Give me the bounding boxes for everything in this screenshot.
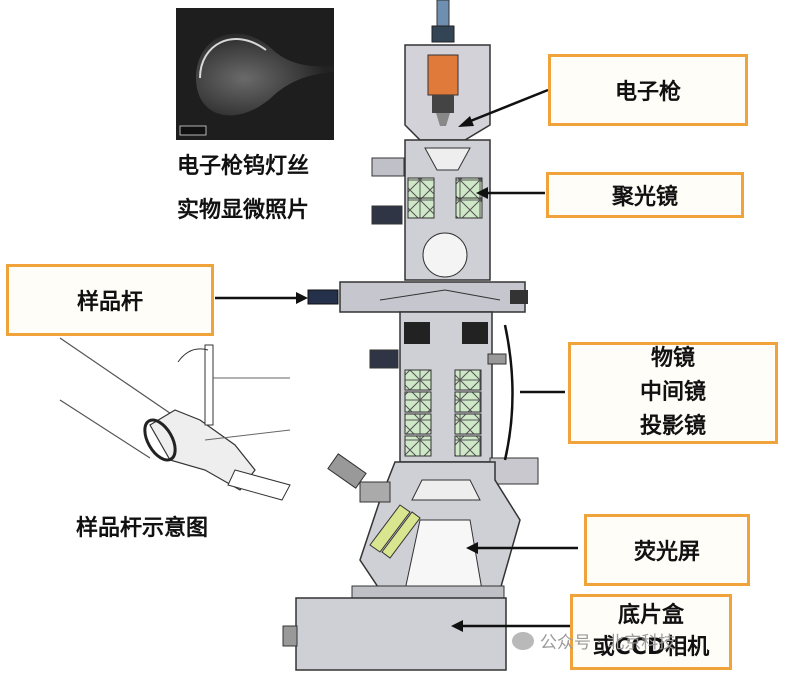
label-camera: 底片盒 或CCD相机 [570,594,732,670]
filament-micrograph [176,8,334,140]
label-condenser-lens: 聚光镜 [546,172,744,218]
watermark-text: 公众号 · 北京科技 [540,633,676,653]
rod-schematic-caption: 样品杆示意图 [76,516,209,541]
filament-caption-line1: 电子枪钨灯丝 [177,154,310,179]
filament-caption-line2: 实物显微照片 [177,198,310,223]
label-fluorescent-screen: 荧光屏 [584,514,750,586]
label-electron-gun: 电子枪 [548,54,748,126]
watermark: 公众号 · 北京科技 [512,628,675,653]
label-lens-stack: 物镜 中间镜 投影镜 [568,342,778,444]
label-specimen-rod: 样品杆 [6,264,214,336]
wechat-icon [512,631,534,650]
